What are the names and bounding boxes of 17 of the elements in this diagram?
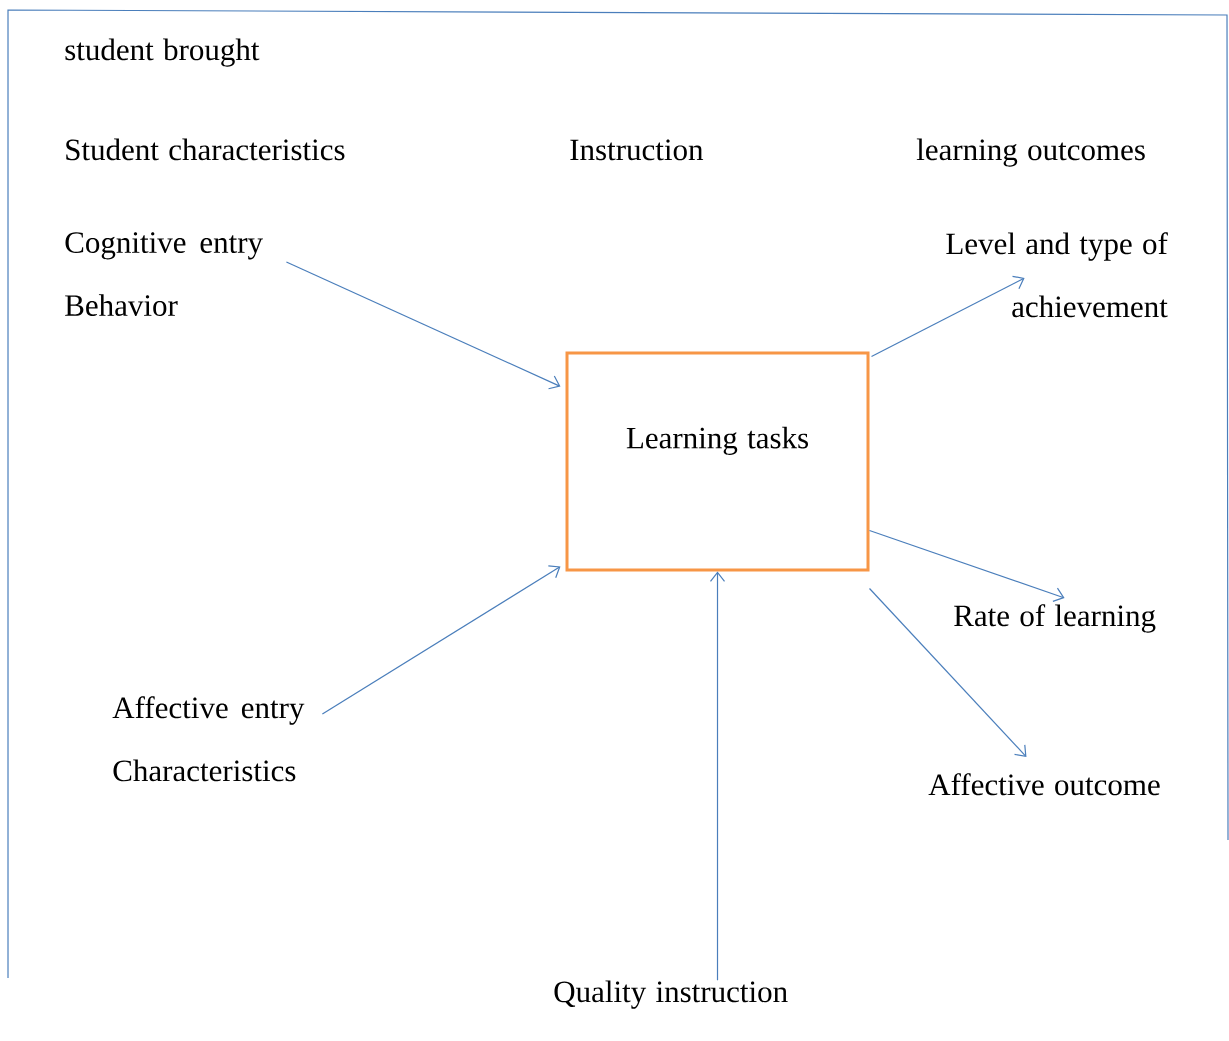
arrow: [285, 261, 561, 390]
node-text: Rate of learning: [954, 604, 1156, 633]
node-text: Quality instruction: [554, 980, 788, 1009]
arrow: [868, 587, 1027, 757]
arrow: [870, 275, 1025, 358]
heading-text: Student characteristics: [66, 138, 345, 161]
arrow: [321, 565, 561, 715]
heading-text: Instruction: [570, 139, 704, 161]
arrow: [868, 529, 1065, 602]
heading-text: learning outcomes: [916, 138, 1145, 167]
arrow: [709, 571, 726, 981]
node-text: Cognitive entry Behavior: [65, 232, 263, 316]
node-text: Level and type of achievement: [946, 232, 1168, 318]
node-text: Affective outcome: [928, 773, 1160, 796]
heading-text: student brought: [65, 38, 260, 67]
process-box: Learning tasks: [565, 351, 870, 572]
node-text: Affective entry Characteristics: [112, 696, 305, 782]
